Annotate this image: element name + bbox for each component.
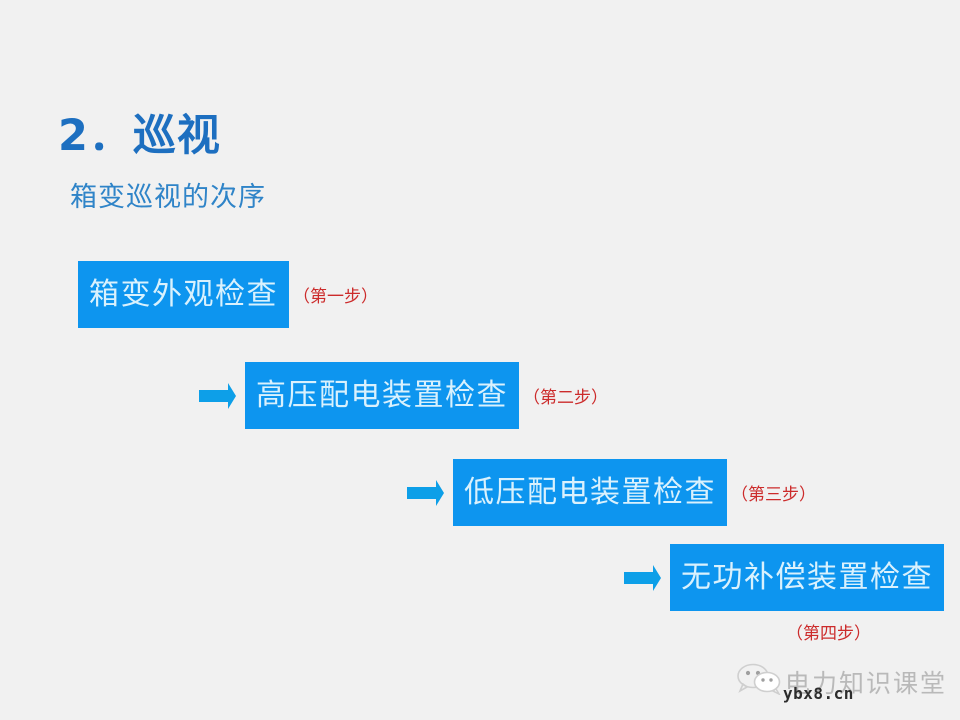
flow-step-1: 箱变外观检查 （第一步） [78, 261, 378, 328]
step-box-2[interactable]: 高压配电装置检查 [245, 362, 519, 429]
step-box-3[interactable]: 低压配电装置检查 [453, 459, 727, 526]
arrow-right-icon-3 [407, 479, 444, 506]
arrow-right-icon-4 [624, 564, 661, 591]
watermark: 电力知识课堂 ybx8.cn [737, 662, 952, 708]
flow-step-4: 无功补偿装置检查 [624, 544, 944, 611]
step-note-1: （第一步） [293, 287, 378, 307]
page-title: 2．巡视 [58, 111, 221, 161]
watermark-url: ybx8.cn [783, 684, 854, 703]
step-box-4[interactable]: 无功补偿装置检查 [670, 544, 944, 611]
step-note-4: （第四步） [786, 624, 871, 644]
page-subtitle: 箱变巡视的次序 [70, 182, 266, 213]
flow-step-3: 低压配电装置检查 （第三步） [407, 459, 816, 526]
flow-step-2: 高压配电装置检查 （第二步） [199, 362, 608, 429]
step-note-3: （第三步） [731, 485, 816, 505]
wechat-icon [737, 663, 781, 695]
arrow-right-icon-2 [199, 382, 236, 409]
watermark-text: 电力知识课堂 [785, 669, 948, 698]
step-box-1[interactable]: 箱变外观检查 [78, 261, 289, 328]
step-note-2: （第二步） [523, 388, 608, 408]
